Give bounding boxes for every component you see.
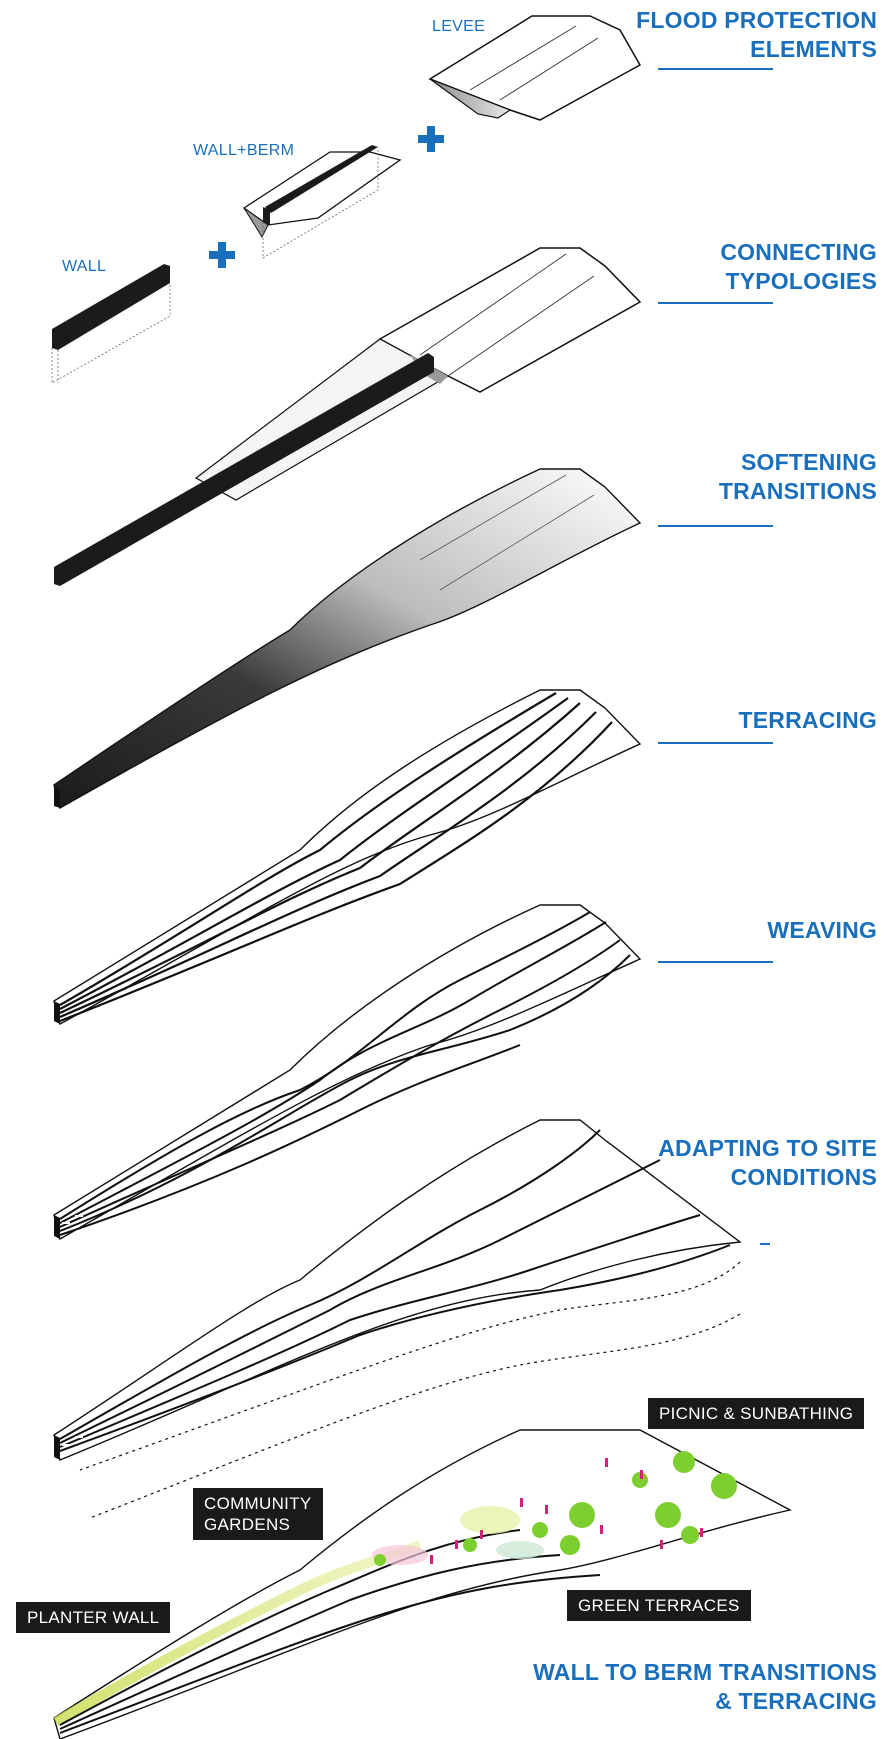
heading-line: ADAPTING TO SITE xyxy=(658,1134,877,1163)
heading-line: TYPOLOGIES xyxy=(720,267,877,296)
callout-line: COMMUNITY xyxy=(204,1493,312,1514)
heading-line: TRANSITIONS xyxy=(719,477,877,506)
callout-line: PLANTER WALL xyxy=(27,1607,159,1628)
heading-weaving: WEAVING xyxy=(767,916,877,945)
callout-picnic: PICNIC & SUNBATHING xyxy=(648,1398,864,1429)
plus-icon xyxy=(418,126,444,152)
heading-terracing: TERRACING xyxy=(738,706,877,735)
heading-line: WEAVING xyxy=(767,916,877,945)
label-levee: LEVEE xyxy=(432,18,485,36)
heading-rule xyxy=(658,302,773,304)
heading-rule xyxy=(658,525,773,527)
heading-final: WALL TO BERM TRANSITIONS & TERRACING xyxy=(533,1658,877,1716)
heading-connecting: CONNECTING TYPOLOGIES xyxy=(720,238,877,296)
callout-planter-wall: PLANTER WALL xyxy=(16,1602,170,1633)
heading-line: FLOOD PROTECTION xyxy=(636,6,877,35)
callout-line: GREEN TERRACES xyxy=(578,1595,740,1616)
heading-adapting: ADAPTING TO SITE CONDITIONS xyxy=(658,1134,877,1192)
heading-line: & TERRACING xyxy=(533,1687,877,1716)
heading-rule xyxy=(658,961,773,963)
callout-community-gardens: COMMUNITY GARDENS xyxy=(193,1488,323,1540)
callout-line: PICNIC & SUNBATHING xyxy=(659,1403,853,1424)
plus-icon xyxy=(209,242,235,268)
heading-line: ELEMENTS xyxy=(636,35,877,64)
label-wall-berm: WALL+BERM xyxy=(193,142,294,160)
heading-flood-protection: FLOOD PROTECTION ELEMENTS xyxy=(636,6,877,64)
heading-line: TERRACING xyxy=(738,706,877,735)
label-wall: WALL xyxy=(62,258,106,276)
callout-green-terraces: GREEN TERRACES xyxy=(567,1590,751,1621)
heading-rule xyxy=(760,1243,770,1245)
heading-line: CONNECTING xyxy=(720,238,877,267)
heading-line: SOFTENING xyxy=(719,448,877,477)
wall-berm-element xyxy=(244,145,400,258)
wall-element xyxy=(52,264,170,383)
heading-line: CONDITIONS xyxy=(658,1163,877,1192)
callout-line: GARDENS xyxy=(204,1514,312,1535)
heading-rule xyxy=(658,68,773,70)
heading-softening: SOFTENING TRANSITIONS xyxy=(719,448,877,506)
heading-rule xyxy=(658,742,773,744)
heading-line: WALL TO BERM TRANSITIONS xyxy=(533,1658,877,1687)
